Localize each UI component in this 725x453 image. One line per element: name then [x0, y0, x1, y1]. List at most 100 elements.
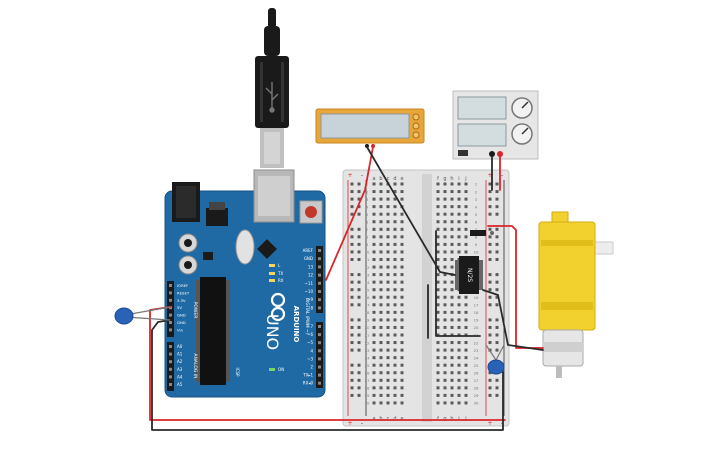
- breadboard-hole[interactable]: [372, 401, 376, 405]
- breadboard-hole[interactable]: [400, 273, 404, 277]
- breadboard-hole[interactable]: [400, 288, 404, 292]
- breadboard-hole[interactable]: [400, 190, 404, 194]
- rail-hole[interactable]: [488, 182, 492, 186]
- breadboard-hole[interactable]: [379, 401, 383, 405]
- rail-hole[interactable]: [357, 371, 361, 375]
- breadboard-hole[interactable]: [436, 310, 440, 314]
- breadboard-hole[interactable]: [450, 310, 454, 314]
- breadboard-hole[interactable]: [457, 303, 461, 307]
- rail-hole[interactable]: [357, 295, 361, 299]
- breadboard-hole[interactable]: [393, 333, 397, 337]
- rail-hole[interactable]: [350, 280, 354, 284]
- rail-hole[interactable]: [357, 280, 361, 284]
- breadboard-hole[interactable]: [379, 258, 383, 261]
- wire-lcd-black[interactable]: [366, 146, 456, 276]
- breadboard-hole[interactable]: [436, 280, 440, 284]
- rail-hole[interactable]: [357, 182, 361, 186]
- breadboard-hole[interactable]: [457, 363, 461, 367]
- breadboard-hole[interactable]: [457, 227, 461, 231]
- breadboard-hole[interactable]: [386, 356, 390, 360]
- breadboard-hole[interactable]: [400, 227, 404, 231]
- breadboard-hole[interactable]: [372, 303, 376, 307]
- rail-hole[interactable]: [350, 273, 354, 277]
- breadboard-hole[interactable]: [436, 205, 440, 209]
- breadboard-hole[interactable]: [436, 333, 440, 337]
- breadboard-hole[interactable]: [457, 250, 461, 254]
- breadboard-hole[interactable]: [372, 310, 376, 314]
- breadboard-hole[interactable]: [450, 371, 454, 375]
- rail-hole[interactable]: [495, 258, 499, 261]
- breadboard-hole[interactable]: [393, 205, 397, 209]
- breadboard-hole[interactable]: [450, 356, 454, 360]
- breadboard-hole[interactable]: [450, 303, 454, 307]
- breadboard-hole[interactable]: [436, 197, 440, 201]
- breadboard-hole[interactable]: [450, 401, 454, 405]
- breadboard-hole[interactable]: [436, 242, 440, 246]
- breadboard-hole[interactable]: [436, 258, 440, 261]
- breadboard-hole[interactable]: [450, 348, 454, 352]
- breadboard-hole[interactable]: [457, 378, 461, 382]
- breadboard-hole[interactable]: [379, 371, 383, 375]
- rail-hole[interactable]: [495, 393, 499, 397]
- breadboard-hole[interactable]: [400, 242, 404, 246]
- breadboard-hole[interactable]: [450, 235, 454, 239]
- breadboard-hole[interactable]: [386, 235, 390, 239]
- breadboard-hole[interactable]: [379, 363, 383, 367]
- rail-hole[interactable]: [488, 205, 492, 209]
- breadboard-hole[interactable]: [464, 341, 468, 345]
- breadboard-hole[interactable]: [464, 325, 468, 329]
- breadboard-hole[interactable]: [372, 197, 376, 201]
- rail-hole[interactable]: [357, 393, 361, 397]
- breadboard-hole[interactable]: [386, 197, 390, 201]
- breadboard-hole[interactable]: [443, 190, 447, 194]
- rail-hole[interactable]: [495, 235, 499, 239]
- breadboard-hole[interactable]: [450, 325, 454, 329]
- rail-hole[interactable]: [357, 190, 361, 194]
- breadboard-hole[interactable]: [443, 258, 447, 261]
- rail-hole[interactable]: [488, 318, 492, 322]
- breadboard-hole[interactable]: [400, 371, 404, 375]
- breadboard-hole[interactable]: [386, 310, 390, 314]
- breadboard-hole[interactable]: [450, 363, 454, 367]
- breadboard-hole[interactable]: [386, 333, 390, 337]
- rail-hole[interactable]: [350, 242, 354, 246]
- rail-hole[interactable]: [350, 182, 354, 186]
- breadboard-hole[interactable]: [386, 227, 390, 231]
- rail-hole[interactable]: [488, 242, 492, 246]
- breadboard-hole[interactable]: [443, 371, 447, 375]
- ceramic-capacitor-right[interactable]: [485, 344, 505, 375]
- breadboard-hole[interactable]: [386, 295, 390, 299]
- breadboard-hole[interactable]: [393, 378, 397, 382]
- breadboard-hole[interactable]: [400, 212, 404, 216]
- rail-hole[interactable]: [495, 197, 499, 201]
- breadboard-hole[interactable]: [386, 386, 390, 390]
- breadboard-hole[interactable]: [464, 227, 468, 231]
- usb-cable[interactable]: [255, 8, 289, 168]
- breadboard-hole[interactable]: [450, 220, 454, 224]
- breadboard-hole[interactable]: [379, 356, 383, 360]
- digital-header-top[interactable]: [316, 246, 323, 313]
- breadboard-hole[interactable]: [443, 220, 447, 224]
- breadboard-hole[interactable]: [386, 401, 390, 405]
- breadboard-hole[interactable]: [400, 356, 404, 360]
- breadboard-hole[interactable]: [464, 303, 468, 307]
- breadboard-hole[interactable]: [372, 295, 376, 299]
- breadboard-hole[interactable]: [464, 393, 468, 397]
- breadboard-hole[interactable]: [386, 242, 390, 246]
- rail-hole[interactable]: [488, 393, 492, 397]
- rail-hole[interactable]: [350, 288, 354, 292]
- rail-hole[interactable]: [495, 242, 499, 246]
- diode-component[interactable]: [470, 230, 486, 236]
- breadboard-hole[interactable]: [464, 242, 468, 246]
- breadboard-hole[interactable]: [450, 182, 454, 186]
- breadboard-hole[interactable]: [386, 371, 390, 375]
- breadboard-hole[interactable]: [443, 182, 447, 186]
- breadboard-hole[interactable]: [379, 348, 383, 352]
- breadboard-hole[interactable]: [443, 378, 447, 382]
- rail-hole[interactable]: [495, 318, 499, 322]
- breadboard-hole[interactable]: [457, 348, 461, 352]
- breadboard-hole[interactable]: [443, 401, 447, 405]
- breadboard-hole[interactable]: [464, 212, 468, 216]
- rail-hole[interactable]: [495, 348, 499, 352]
